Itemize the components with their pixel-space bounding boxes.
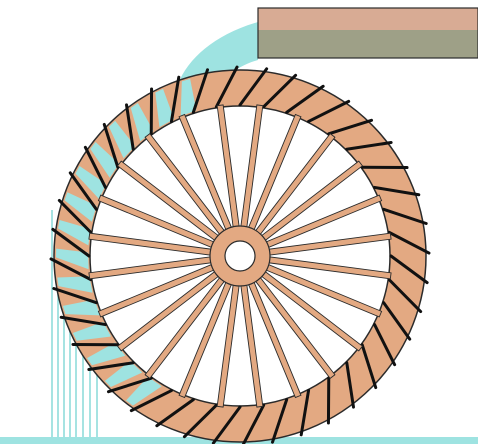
flume-trough xyxy=(258,8,478,58)
wheel-hub xyxy=(210,226,270,286)
